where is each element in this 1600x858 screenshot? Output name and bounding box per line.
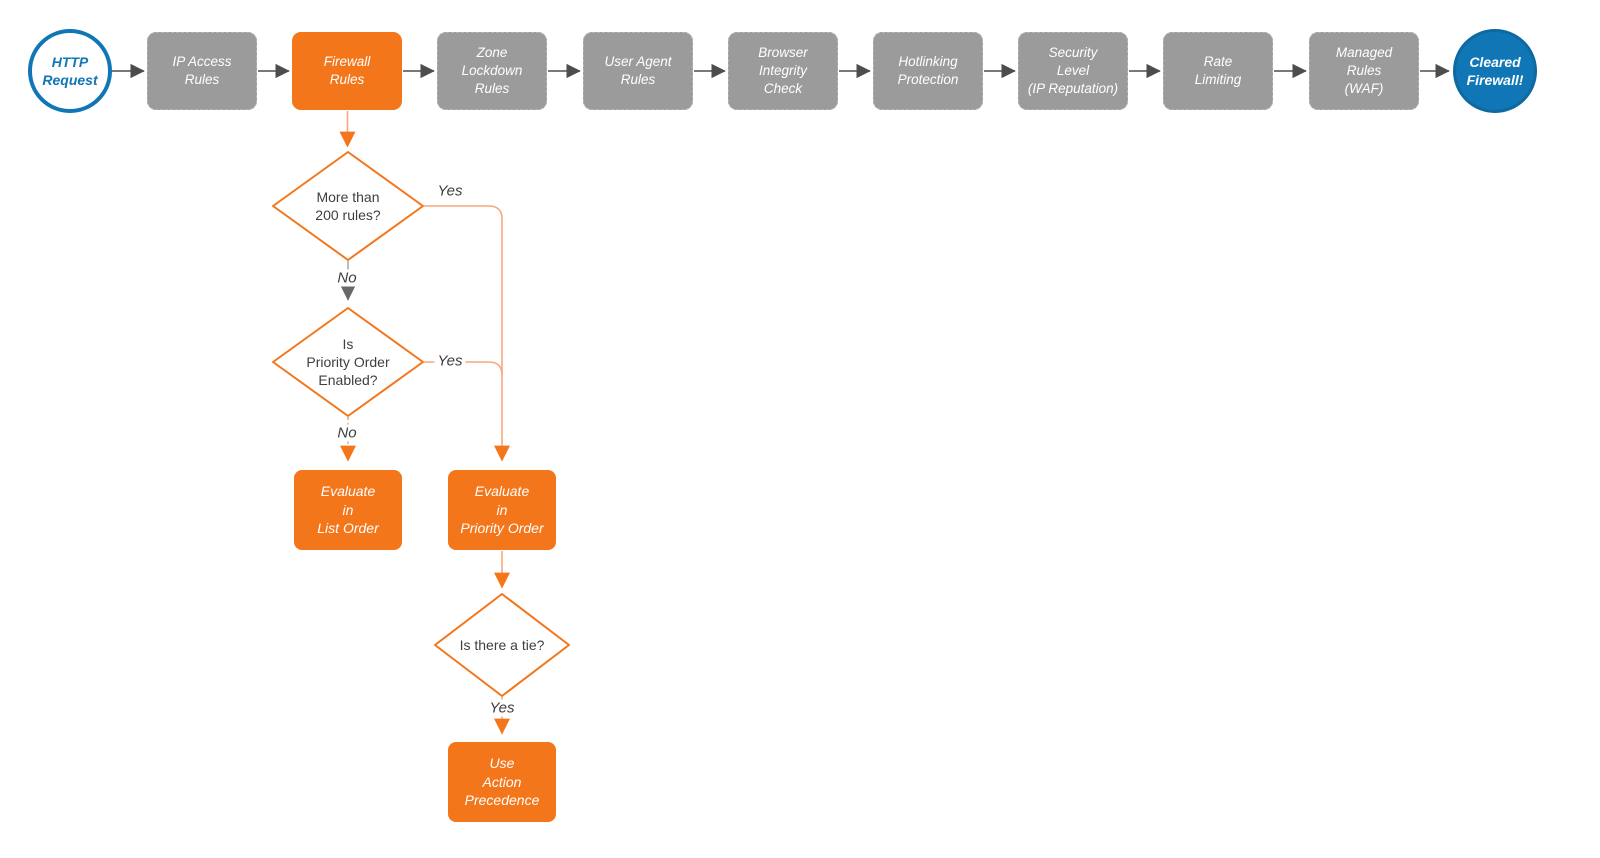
- action-evaluate-in-list-order: Evaluate in List Order: [294, 470, 402, 550]
- node-label: Firewall Rules: [323, 54, 371, 87]
- node-label: User Agent Rules: [604, 54, 672, 87]
- node-security-level-ip-reputation: Security Level (IP Reputation): [1018, 32, 1128, 110]
- end-node-cleared-firewall: Cleared Firewall!: [1453, 29, 1537, 113]
- edge-label-no-more-rules: No: [334, 269, 360, 287]
- node-firewall-rules: Firewall Rules: [292, 32, 402, 110]
- node-label: Hotlinking Protection: [897, 54, 959, 87]
- action-label: Use Action Precedence: [464, 755, 540, 809]
- decision-is-there-a-tie: Is there a tie?: [435, 594, 569, 696]
- decision-more-than-200-rules: More than 200 rules?: [273, 152, 423, 260]
- node-label: Managed Rules (WAF): [1335, 45, 1393, 96]
- node-label: IP Access Rules: [172, 54, 232, 87]
- edge-label-yes-more-rules: Yes: [434, 182, 466, 200]
- node-label: Security Level (IP Reputation): [1027, 45, 1119, 96]
- decision-label: More than 200 rules?: [315, 188, 381, 223]
- decision2-diamond-shape: [272, 307, 424, 417]
- decision3-diamond-shape: [434, 593, 570, 697]
- end-node-label: Cleared Firewall!: [1466, 53, 1524, 88]
- edge-label-yes-priority-enabled: Yes: [434, 352, 466, 370]
- decision-diamond-shapes: [272, 151, 570, 697]
- action-evaluate-in-priority-order: Evaluate in Priority Order: [448, 470, 556, 550]
- node-label: Browser Integrity Check: [758, 45, 808, 96]
- node-user-agent-rules: User Agent Rules: [583, 32, 693, 110]
- edge-decision1-yes-to-priority-order: [424, 205, 510, 462]
- decision1-diamond-shape: [272, 151, 424, 261]
- decision-label: Is there a tie?: [459, 636, 545, 653]
- node-label: Zone Lockdown Rules: [461, 45, 523, 96]
- start-node-http-request: HTTP Request: [28, 29, 112, 113]
- node-label: Rate Limiting: [1194, 54, 1242, 87]
- node-ip-access-rules: IP Access Rules: [147, 32, 257, 110]
- edge-label-yes-tie: Yes: [486, 699, 518, 717]
- action-label: Evaluate in List Order: [317, 483, 379, 537]
- action-use-action-precedence: Use Action Precedence: [448, 742, 556, 822]
- node-hotlinking-protection: Hotlinking Protection: [873, 32, 983, 110]
- action-label: Evaluate in Priority Order: [460, 483, 544, 537]
- edge-label-no-priority-enabled: No: [334, 424, 360, 442]
- edge-decision2-yes-merge: [424, 361, 503, 376]
- start-node-label: HTTP Request: [42, 53, 98, 88]
- node-zone-lockdown-rules: Zone Lockdown Rules: [437, 32, 547, 110]
- node-rate-limiting: Rate Limiting: [1163, 32, 1273, 110]
- branch-connectors: [339, 111, 510, 735]
- decision-label: Is Priority Order Enabled?: [306, 335, 390, 389]
- decision-priority-order-enabled: Is Priority Order Enabled?: [273, 308, 423, 416]
- node-managed-rules-waf: Managed Rules (WAF): [1309, 32, 1419, 110]
- node-browser-integrity-check: Browser Integrity Check: [728, 32, 838, 110]
